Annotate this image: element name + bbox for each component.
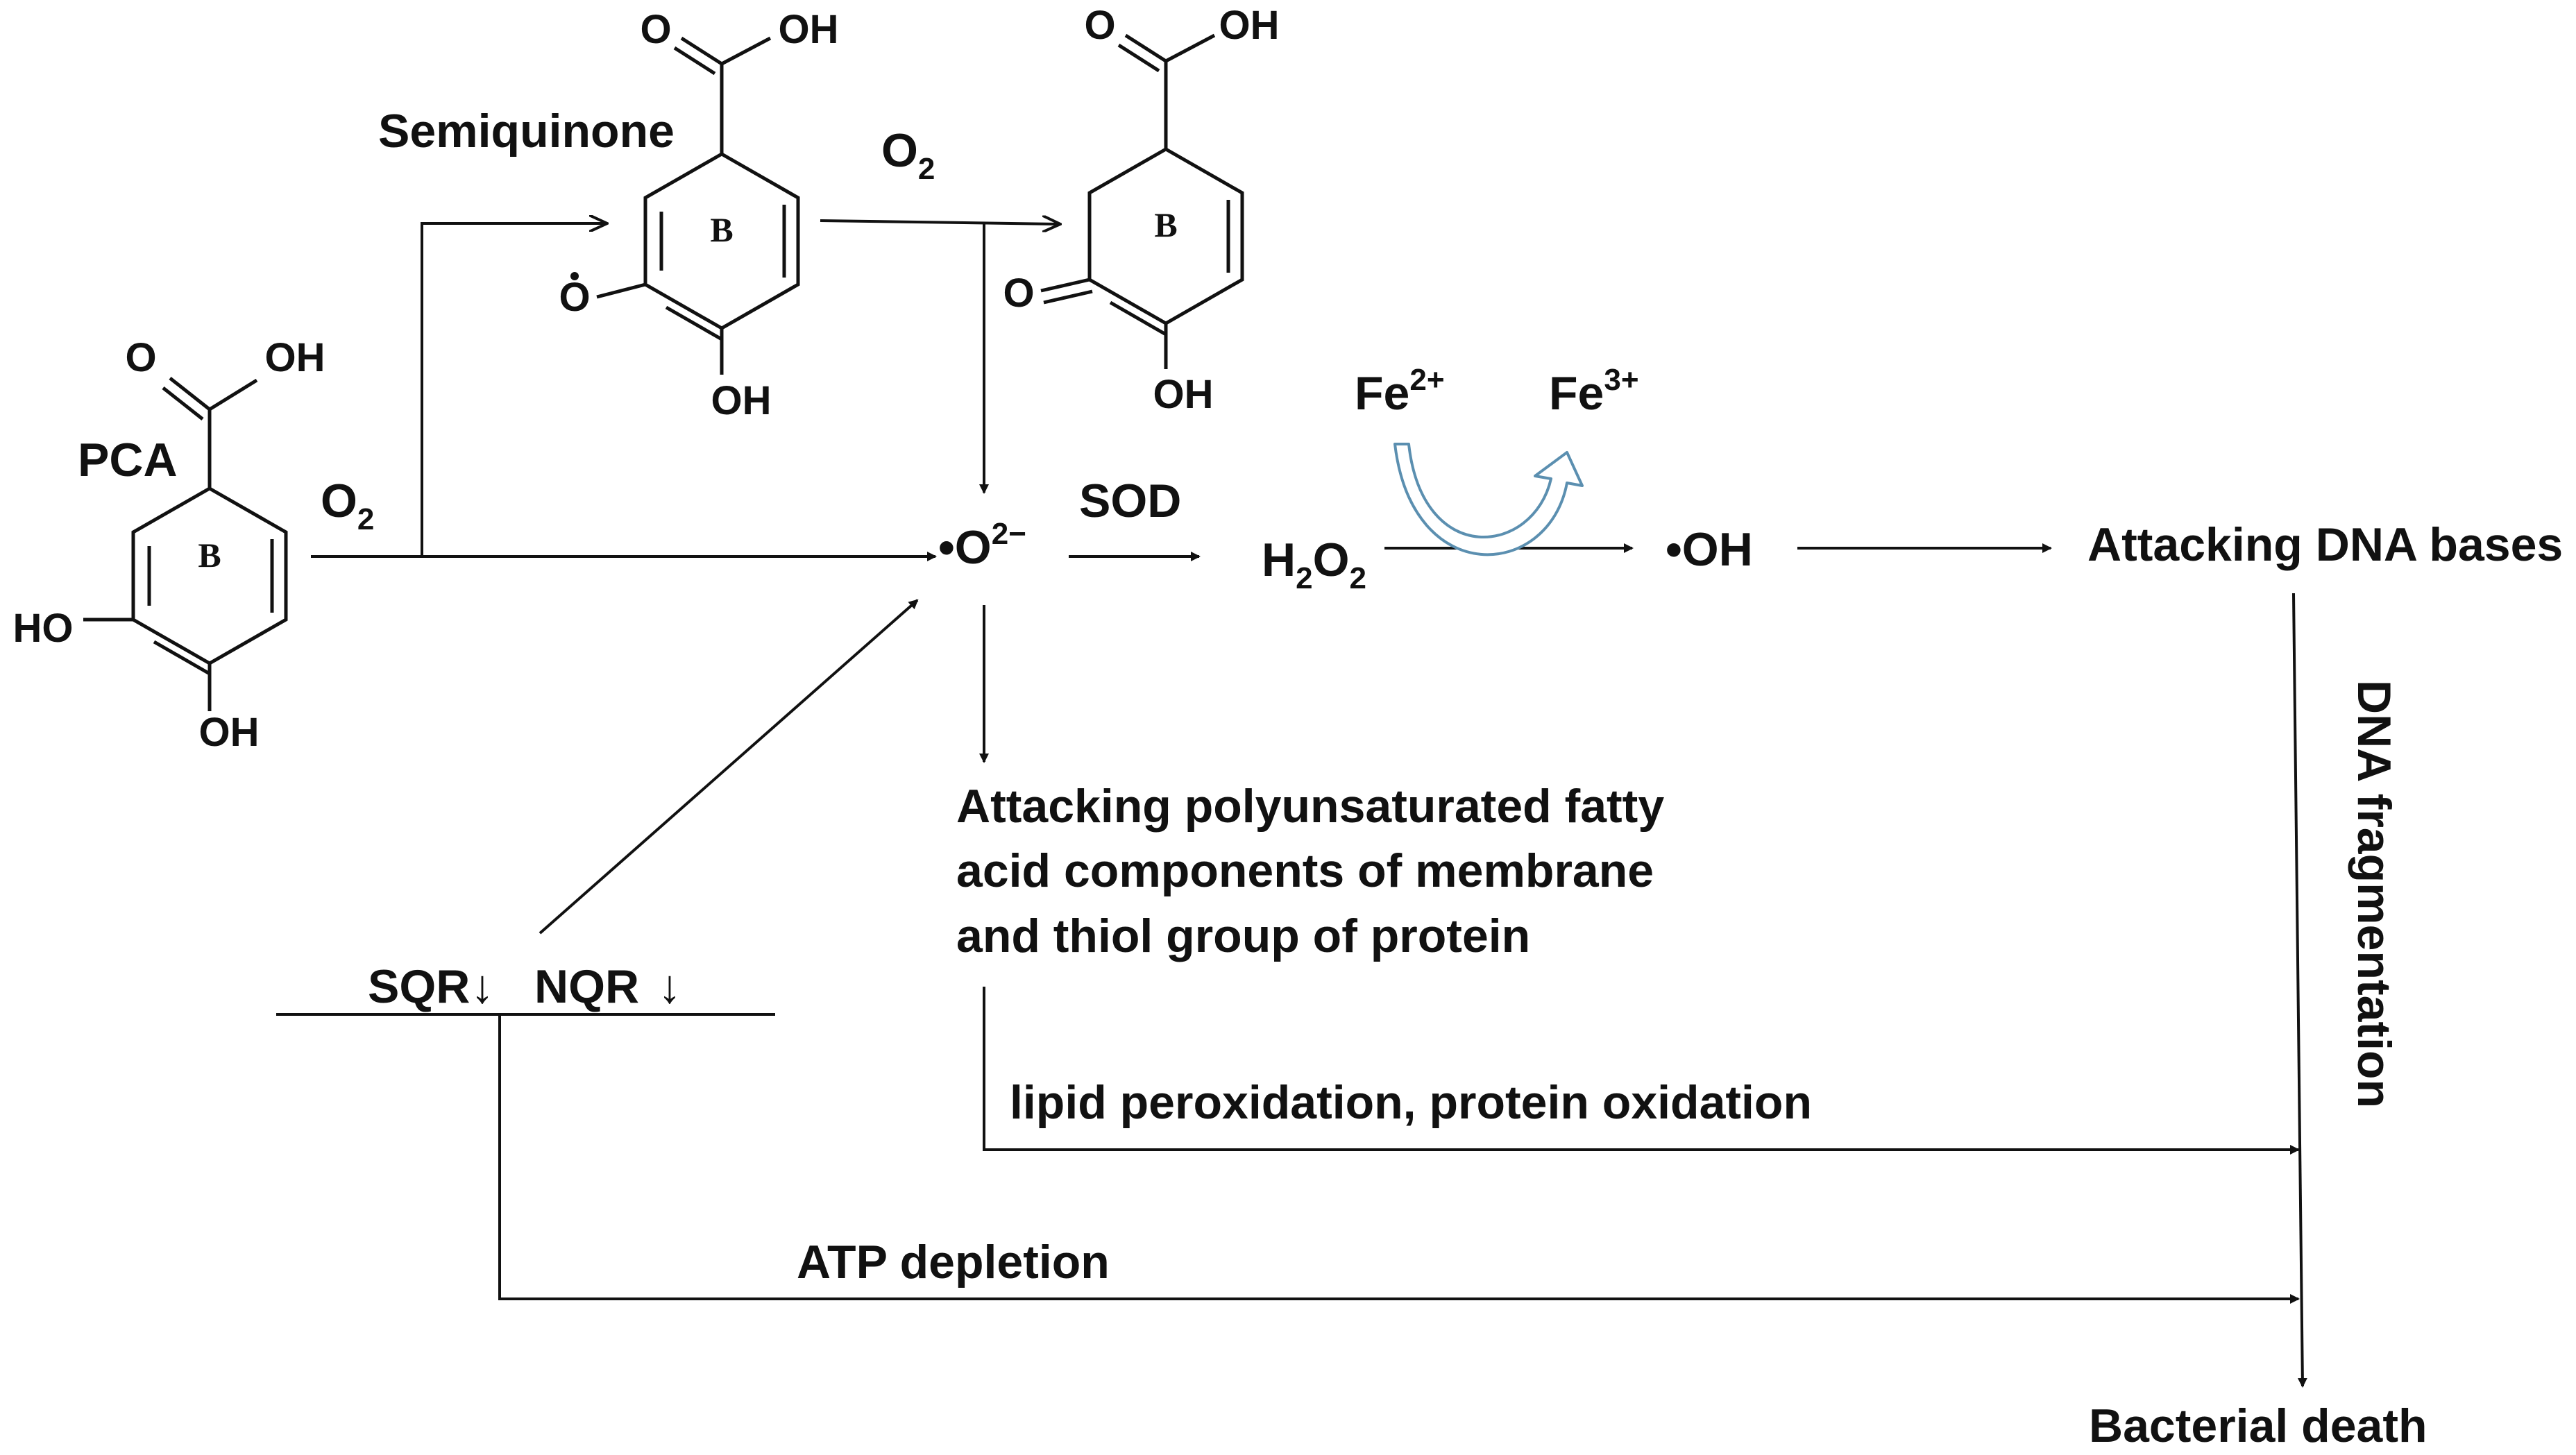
hydroxyl-radical-label: •OH bbox=[1666, 523, 1753, 576]
fe-redox-curved-arrow bbox=[1393, 443, 1584, 556]
arrow-semiquinone-to-quinone bbox=[820, 221, 1060, 224]
arrow-atp-to-death bbox=[498, 1014, 2300, 1304]
quinone-carbonyl-o: O bbox=[1084, 3, 1115, 48]
pca-acid-oh: OH bbox=[265, 335, 325, 380]
lipid-peroxidation-label: lipid peroxidation, protein oxidation bbox=[1010, 1076, 1812, 1129]
pca-ring-label: B bbox=[198, 536, 221, 575]
sqr-label: SQR bbox=[368, 960, 470, 1013]
quinone-para-oh: OH bbox=[1153, 372, 1214, 417]
arrow-pca-to-semiquinone bbox=[421, 223, 607, 556]
sod-label: SOD bbox=[1079, 475, 1181, 527]
superoxide-label: •O2− bbox=[938, 517, 1026, 574]
quinone-acid-oh: OH bbox=[1219, 3, 1280, 48]
arrow-pufa-to-death bbox=[983, 987, 2300, 1155]
fe2-label: Fe2+ bbox=[1355, 363, 1445, 420]
semiquinone-molecule: B O OH O OH bbox=[559, 7, 838, 423]
h2o2-label: H2O2 bbox=[1262, 534, 1366, 595]
bacterial-death-label: Bacterial death bbox=[2089, 1399, 2427, 1452]
quinone-ring-label: B bbox=[1154, 205, 1177, 244]
pca-carbonyl-o: O bbox=[125, 335, 156, 380]
semiquinone-ring-label: B bbox=[710, 210, 733, 249]
semiquinone-para-oh: OH bbox=[711, 378, 772, 423]
pca-label: PCA bbox=[78, 434, 178, 486]
dna-fragmentation-label: DNA fragmentation bbox=[2348, 680, 2400, 1108]
sqr-down-arrow: ↓ bbox=[471, 960, 494, 1013]
pca-para-oh: OH bbox=[199, 710, 260, 755]
atp-depletion-label: ATP depletion bbox=[797, 1236, 1110, 1288]
arrow-nqr-to-superoxide bbox=[539, 599, 919, 935]
pca-molecule: B O OH HO OH bbox=[13, 335, 325, 755]
semiquinone-label: Semiquinone bbox=[378, 105, 675, 158]
nqr-label: NQR bbox=[534, 960, 639, 1013]
nqr-down-arrow: ↓ bbox=[658, 960, 681, 1013]
semiquinone-acid-oh: OH bbox=[779, 7, 839, 52]
attacking-dna-label: Attacking DNA bases bbox=[2087, 518, 2563, 571]
attacking-pufa-line-1: Attacking polyunsaturated fatty bbox=[956, 780, 1664, 833]
o2-left-label: O2 bbox=[321, 475, 374, 536]
quinone-molecule: B O OH O OH bbox=[1003, 3, 1279, 417]
o2-top-label: O2 bbox=[881, 124, 935, 186]
arrow-dna-to-death bbox=[2292, 593, 2307, 1388]
attacking-pufa-line-2: acid components of membrane bbox=[956, 844, 1654, 897]
fe3-label: Fe3+ bbox=[1549, 363, 1639, 420]
semiquinone-radical-dot bbox=[570, 272, 579, 280]
semiquinone-radical-o: O bbox=[559, 275, 590, 320]
attacking-pufa-line-3: and thiol group of protein bbox=[956, 910, 1530, 962]
quinone-keto-o: O bbox=[1003, 271, 1034, 316]
pca-ho: HO bbox=[13, 606, 74, 651]
semiquinone-carbonyl-o: O bbox=[640, 7, 671, 52]
